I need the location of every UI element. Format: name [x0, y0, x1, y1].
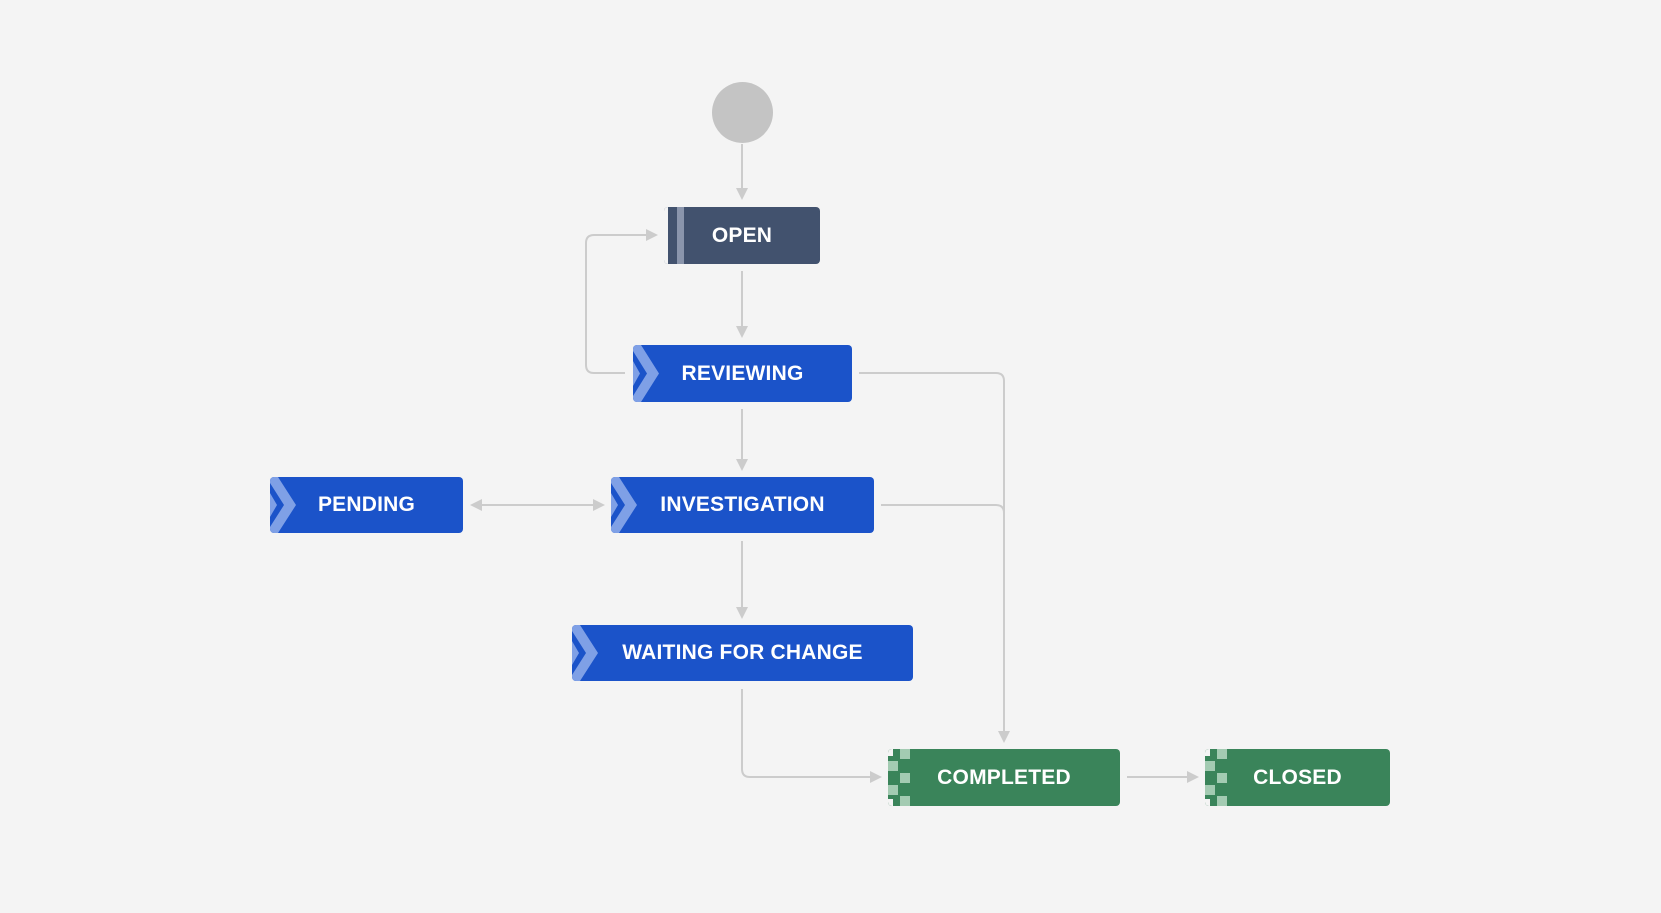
todo-status-icon — [664, 207, 688, 264]
status-label-completed: COMPLETED — [937, 765, 1071, 789]
status-node-completed[interactable]: COMPLETED — [888, 749, 1120, 806]
transition-reviewing-to-open[interactable] — [585, 229, 658, 374]
status-label-waiting-for-change: WAITING FOR CHANGE — [622, 641, 863, 664]
done-checker-icon — [1205, 749, 1227, 806]
transition-waiting-to-completed[interactable] — [741, 689, 882, 783]
in-progress-chevron-icon — [572, 625, 598, 681]
transition-reviewing-to-completed[interactable] — [859, 372, 1010, 743]
status-label-closed: CLOSED — [1253, 765, 1342, 789]
in-progress-chevron-icon — [270, 477, 296, 533]
start-node[interactable] — [712, 82, 773, 143]
status-label-pending: PENDING — [317, 493, 416, 516]
done-checker-icon — [888, 749, 910, 806]
status-label-reviewing: REVIEWING — [681, 361, 804, 385]
status-node-pending[interactable]: PENDING — [270, 477, 463, 533]
status-node-open[interactable]: OPEN — [664, 207, 820, 264]
transition-investigation-to-completed[interactable] — [881, 504, 1005, 514]
status-label-open: OPEN — [711, 223, 773, 247]
status-node-reviewing[interactable]: REVIEWING — [633, 345, 852, 402]
in-progress-chevron-icon — [633, 345, 659, 402]
status-label-investigation: INVESTIGATION — [660, 493, 825, 516]
status-node-investigation[interactable]: INVESTIGATION — [611, 477, 874, 533]
status-node-waiting-for-change[interactable]: WAITING FOR CHANGE — [572, 625, 913, 681]
in-progress-chevron-icon — [611, 477, 637, 533]
status-node-closed[interactable]: CLOSED — [1205, 749, 1390, 806]
